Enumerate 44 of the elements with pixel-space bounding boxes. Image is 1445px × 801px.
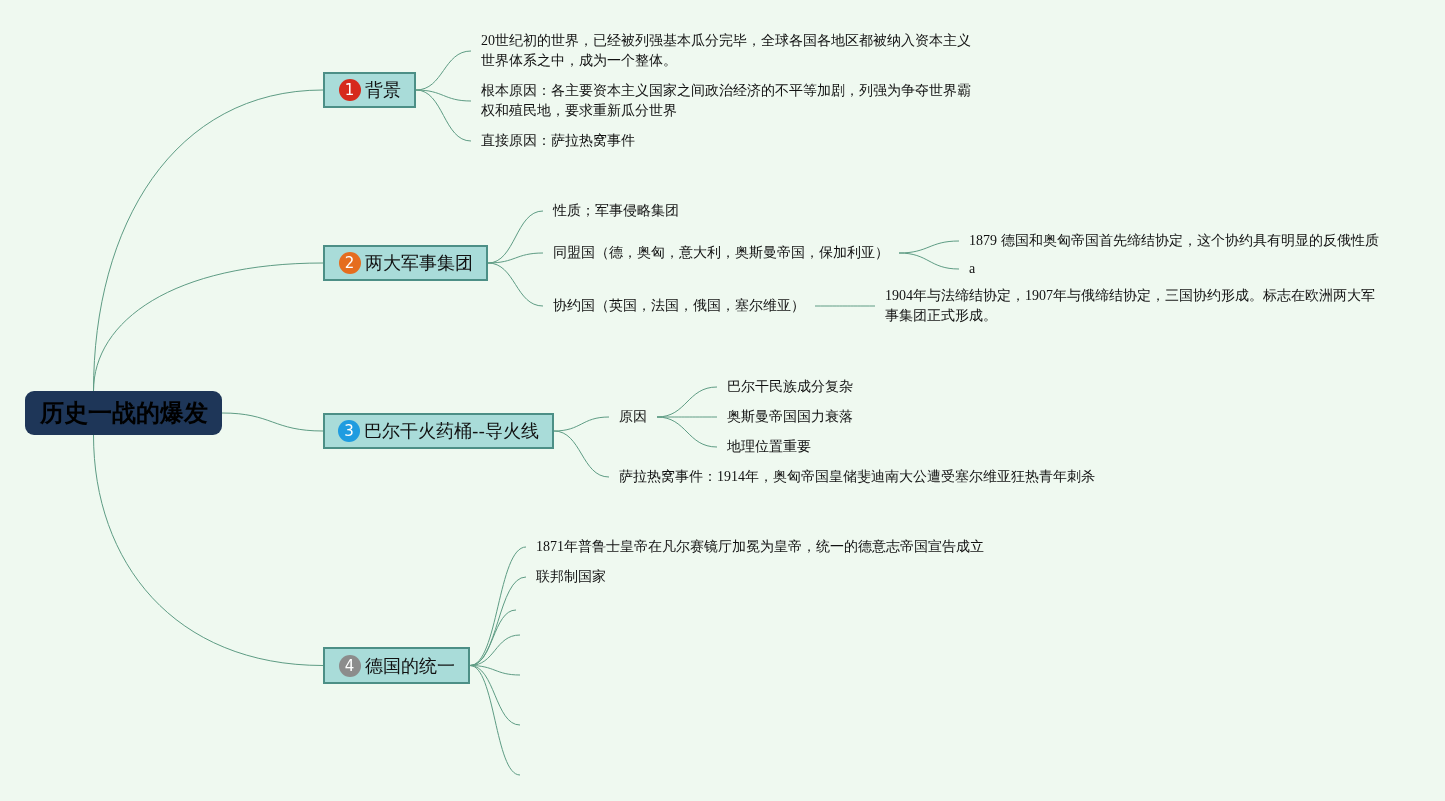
topic-label: 两大军事集团	[364, 251, 473, 275]
branch-text: 原因	[609, 407, 657, 427]
topic-label: 德国的统一	[364, 653, 455, 678]
branch-line	[415, 89, 472, 102]
branch-line	[415, 89, 472, 142]
branch-text: 联邦制国家	[526, 567, 616, 587]
branch-text: 根本原因：各主要资本主义国家之间政治经济的不平等加剧，列强为争夺世界霸权和殖民地，要求重新瓜分世界	[471, 81, 991, 121]
branch-text: a	[959, 259, 986, 279]
branch-line	[553, 416, 610, 432]
branch-line	[553, 430, 610, 478]
branch-text: 1879 德国和奥匈帝国首先缔结协定，这个协约具有明显的反俄性质	[959, 231, 1389, 251]
branch-line	[221, 412, 324, 432]
number-badge: 3	[338, 420, 360, 442]
central-topic: 历史一战的爆发	[25, 391, 222, 435]
branch-text: 20世纪初的世界，已经被列强基本瓜分完毕，全球各国各地区都被纳入资本主义世界体系之中，成为一个整体。	[471, 31, 991, 71]
branch-line	[487, 262, 544, 307]
branch-text: 1871年普鲁士皇帝在凡尔赛镜厅加冕为皇帝，统一的德意志帝国宣告成立	[526, 537, 994, 557]
branch-text: 萨拉热窝事件：1914年，奥匈帝国皇储斐迪南大公遭受塞尔维亚狂热青年刺杀	[609, 467, 1105, 487]
branch-text: 直接原因：萨拉热窝事件	[471, 131, 645, 151]
branch-text: 协约国（英国，法国，俄国，塞尔维亚）	[543, 296, 815, 316]
topic-box	[323, 647, 470, 684]
branch-line	[93, 434, 324, 666]
branch-text: 性质；军事侵略集团	[543, 201, 689, 221]
branch-text: 奥斯曼帝国国力衰落	[717, 407, 863, 427]
branch-text: 巴尔干民族成分复杂	[717, 377, 863, 397]
branch-text: 地理位置重要	[717, 437, 821, 457]
topic-box	[323, 72, 416, 108]
branch-line	[814, 305, 876, 307]
number-badge: 1	[338, 79, 361, 101]
number-badge: 4	[338, 654, 361, 677]
topic-box	[323, 413, 554, 449]
topic-box	[323, 245, 488, 281]
branch-line	[93, 262, 324, 392]
branch-line	[469, 665, 521, 776]
topic-label: 巴尔干火药桶--导火线	[364, 419, 539, 443]
number-badge: 2	[338, 252, 361, 274]
branch-text: 同盟国（德，奥匈，意大利，奥斯曼帝国，保加利亚）	[543, 243, 899, 263]
branch-text: 1904年与法缔结协定，1907年与俄缔结协定，三国协约形成。标志在欧洲两大军事集团正式形成。	[875, 286, 1395, 326]
topic-label: 背景	[364, 78, 401, 102]
branch-line	[898, 252, 960, 270]
branch-line	[656, 416, 718, 448]
branch-line	[898, 240, 960, 254]
branch-line	[487, 252, 544, 264]
branch-line	[469, 609, 517, 666]
